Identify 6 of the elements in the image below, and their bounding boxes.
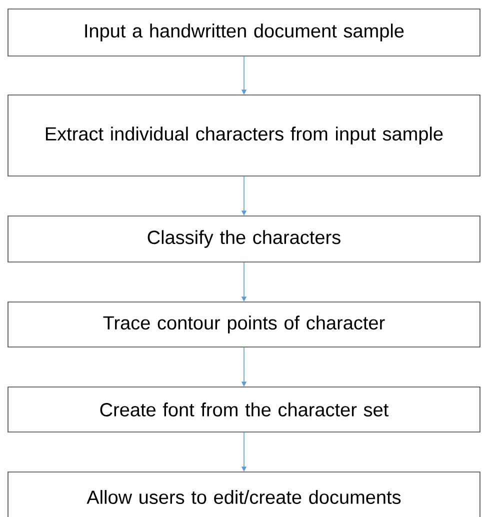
process-box: Input a handwritten document sample <box>8 8 480 56</box>
process-box: Allow users to edit/create documents <box>8 472 480 517</box>
process-box: Classify the characters <box>8 216 480 262</box>
process-box: Trace contour points of character <box>8 302 480 348</box>
process-box: Create font from the character set <box>8 386 480 432</box>
process-box: Extract individual characters from input sample <box>8 94 480 176</box>
